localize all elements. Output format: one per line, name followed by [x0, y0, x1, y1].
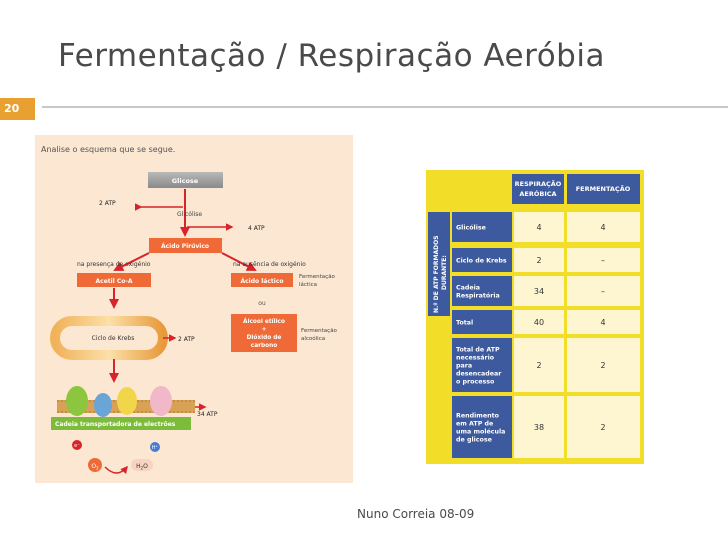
svg-text:H2O: H2O [136, 463, 148, 471]
oxygen-symbol [88, 458, 102, 472]
protein-complex-3 [117, 387, 137, 415]
fermentacao-lactica-line1: Fermentação [299, 274, 336, 280]
electron-symbol [72, 440, 82, 450]
side-label-box [428, 212, 450, 316]
proton-label: H⁺ [152, 445, 159, 451]
row-label: em ATP de [456, 421, 493, 428]
acido-lactico-box [231, 273, 293, 287]
row-label: para [456, 363, 472, 370]
water-sub: 2 [141, 466, 144, 471]
table-row: Glicólise 4 4 [452, 212, 640, 242]
footer-author: Nuno Correia 08-09 [357, 507, 475, 521]
header-aerobica-line1: RESPIRAÇÃO [515, 179, 562, 188]
row-label: Ciclo de Krebs [456, 258, 507, 265]
protein-complex-4 [150, 386, 172, 416]
acido-lactico-label: Ácido láctico [240, 278, 283, 285]
side-label-line1: N.º DE ATP FORMADOS [433, 235, 440, 313]
water-label: H [136, 463, 141, 470]
protein-complex-2 [94, 393, 112, 417]
acetil-coa-label: Acetil Co-A [96, 278, 133, 285]
ausencia-oxigenio: na ausência de oxigénio [233, 261, 306, 268]
cell-aerobica: 40 [534, 318, 544, 327]
table-row: Ciclo de Krebs 2 – [452, 248, 640, 272]
cadeia-label: Cadeia transportadora de electrões [55, 421, 176, 428]
dioxido-line2: carbono [251, 343, 277, 349]
ciclo-krebs-label: Ciclo de Krebs [92, 335, 135, 342]
dioxido-line1: Dióxido de [247, 334, 282, 341]
glicose-box [148, 172, 223, 188]
row-label: o processo [456, 379, 495, 386]
cell-aerobica: 2 [536, 361, 541, 370]
diagram-heading: Analise o esquema que se segue. [41, 145, 175, 154]
atp-glicolise: 2 ATP [99, 200, 116, 207]
electron-label: e⁻ [74, 443, 80, 449]
oxygen-label: O [91, 463, 96, 470]
cell-aerobica: 34 [534, 287, 544, 296]
oxygen-sub: 2 [96, 466, 99, 471]
proton-symbol [150, 442, 160, 452]
alcool-dioxido-box [231, 314, 297, 352]
water-box [131, 459, 153, 471]
row-label: de glicose [456, 437, 492, 444]
reduction-arrow [104, 465, 128, 475]
slide-title: Fermentação / Respiração Aeróbia [58, 38, 605, 74]
header-aerobica-line2: AERÓBICA [519, 189, 556, 198]
row-label: Rendimento [456, 413, 500, 420]
svg-text:O2: O2 [91, 463, 99, 471]
row-label: Total [456, 320, 473, 327]
cell-fermentacao: 4 [600, 318, 605, 327]
respiration-diagram: Analise o esquema que se segue. Glicose … [35, 135, 353, 483]
mais-label: + [262, 327, 267, 333]
glicolise-label: Glicólise [177, 211, 202, 218]
protein-complex-1 [66, 386, 88, 416]
ou-label: ou [258, 300, 266, 307]
acido-piruvico-box [149, 238, 222, 253]
row-label: uma molécula [456, 428, 505, 436]
presenca-oxigenio: na presença de oxigénio [77, 261, 151, 268]
glicose-label: Glicose [172, 177, 199, 185]
acido-piruvico-label: Ácido Pirúvico [161, 243, 209, 250]
row-label: Respiratória [456, 292, 500, 300]
cell-fermentacao: 2 [600, 423, 605, 432]
cell-fermentacao: 2 [600, 361, 605, 370]
header-aerobica-box [512, 174, 564, 204]
fermentacao-alcoolica-line2: alcoólica [301, 335, 325, 342]
row-label: Cadeia [456, 285, 480, 292]
alcool-label: Álcool etílico [243, 318, 285, 325]
table-row: Total 40 4 [452, 310, 640, 334]
acetil-coa-box [77, 273, 151, 287]
fermentacao-alcoolica-line1: Fermentação [301, 328, 338, 334]
atp-fermentacao: 4 ATP [248, 225, 265, 232]
row-label: necessário [456, 354, 495, 362]
title-divider [42, 106, 728, 108]
cell-aerobica: 2 [536, 256, 541, 265]
side-label-line2: DURANTE: [441, 255, 448, 290]
cell-fermentacao: – [601, 256, 605, 265]
cell-aerobica: 38 [534, 423, 544, 432]
row-label: Glicólise [456, 224, 486, 232]
cell-aerobica: 4 [536, 223, 541, 232]
header-fermentacao-box [567, 174, 640, 204]
atp-krebs: 2 ATP [178, 336, 195, 343]
slide-number: 20 [0, 98, 35, 120]
cell-fermentacao: 4 [600, 223, 605, 232]
header-fermentacao-line1: FERMENTAÇÃO [576, 184, 631, 193]
atp-cadeia: 34 ATP [197, 411, 218, 418]
fermentacao-lactica-line2: láctica [299, 281, 317, 288]
cell-fermentacao: – [601, 287, 605, 296]
water-end: O [143, 463, 148, 470]
row-label: Total de ATP [456, 347, 500, 354]
row-label: desencadear [456, 371, 502, 378]
atp-comparison-table: RESPIRAÇÃO AERÓBICA FERMENTAÇÃO N.º DE A… [426, 170, 644, 464]
